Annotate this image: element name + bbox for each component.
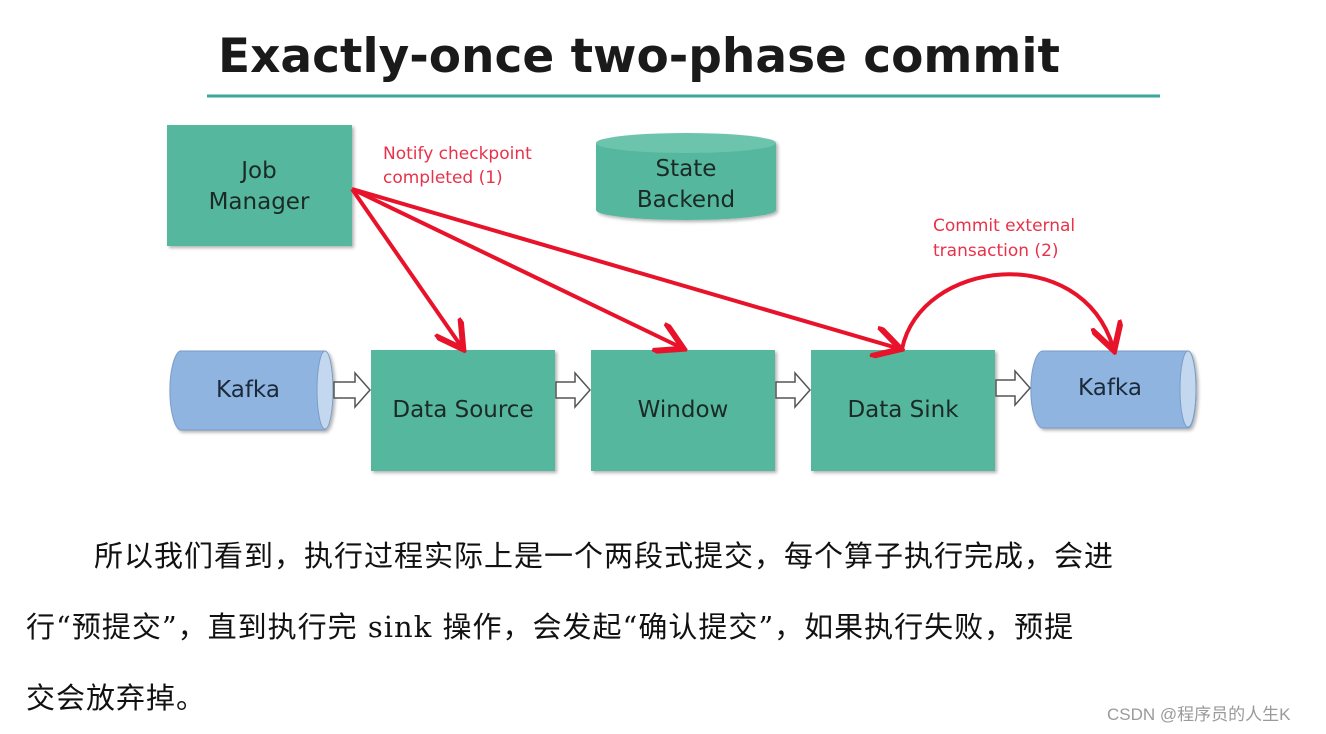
data-source-label: Data Source — [392, 397, 533, 423]
notify-arrow-source — [350, 187, 461, 346]
notify-annotation-1: Notify checkpoint — [383, 144, 532, 164]
notify-arrow-sink — [351, 187, 897, 348]
paragraph-line: 行“预提交”，直到执行完 sink 操作，会发起“确认提交”，如果执行失败，预提 — [26, 610, 1075, 644]
commit-annotation-1: Commit external — [933, 216, 1075, 236]
state-backend-label-1: State — [656, 156, 717, 182]
kafka-sink-label: Kafka — [1078, 375, 1142, 401]
job-manager-label-1: Job — [239, 158, 276, 184]
commit-annotation-2: transaction (2) — [933, 241, 1059, 261]
window-label: Window — [638, 397, 729, 423]
job-manager-label-2: Manager — [209, 189, 310, 215]
data-sink-label: Data Sink — [847, 397, 959, 423]
notify-annotation-2: completed (1) — [383, 168, 503, 188]
job-manager-node — [167, 125, 352, 246]
flow-arrow-icon — [333, 371, 372, 409]
kafka-source-node — [169, 350, 334, 431]
slide-title: Exactly-once two-phase commit — [218, 29, 1060, 84]
notify-arrow-window — [351, 187, 680, 347]
kafka-sink-node — [1030, 350, 1197, 429]
data-sink-node — [811, 350, 995, 471]
paragraph-line: 所以我们看到，执行过程实际上是一个两段式提交，每个算子执行完成，会进 — [94, 539, 1115, 573]
state-backend-label-2: Backend — [637, 187, 735, 213]
data-source-node — [371, 350, 555, 471]
flow-arrow-icon — [995, 369, 1032, 407]
window-node — [591, 350, 775, 471]
body-paragraph: 所以我们看到，执行过程实际上是一个两段式提交，每个算子执行完成，会进 行“预提交… — [26, 521, 1296, 734]
state-backend-node — [596, 133, 776, 220]
paragraph-line: 交会放弃掉。 — [26, 681, 207, 715]
kafka-source-label: Kafka — [216, 377, 280, 403]
diagram: Exactly-once two-phase commit Job Manage… — [167, 29, 1197, 471]
commit-arrow — [900, 272, 1113, 349]
watermark: CSDN @程序员的人生K — [1107, 705, 1291, 724]
flow-arrow-icon — [775, 371, 812, 409]
flow-arrow-icon — [555, 371, 592, 409]
